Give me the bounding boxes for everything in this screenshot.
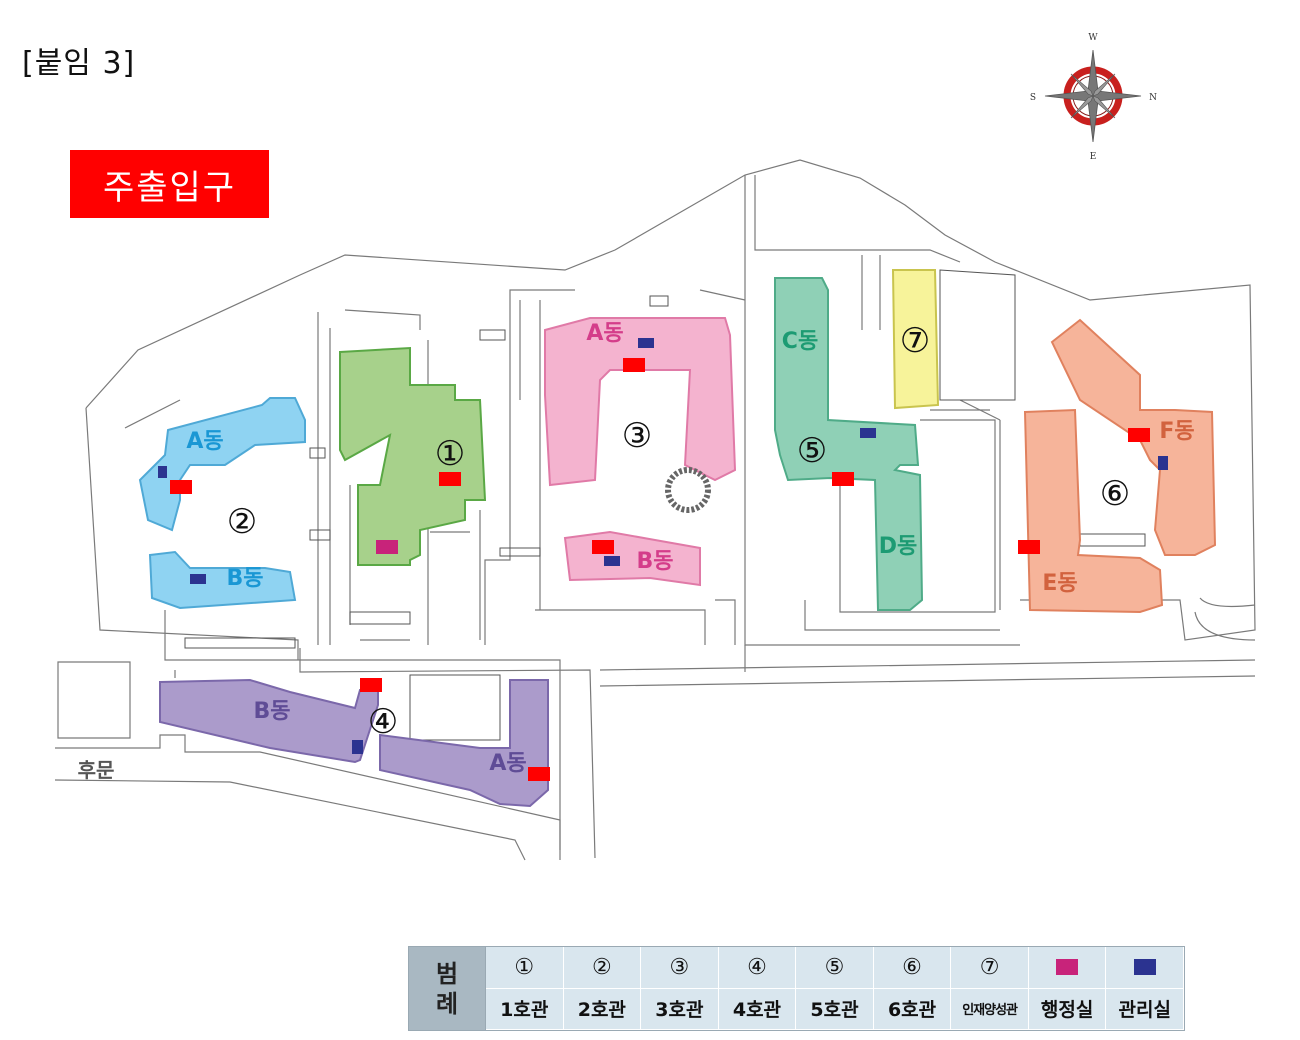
map-legend: 범 례 ① ② ③ ④ ⑤ ⑥ ⑦ 1호관 2호관 3호관 4호관 5호관 6호… bbox=[408, 946, 1185, 1031]
legend-name-1: 1호관 bbox=[486, 988, 564, 1030]
compass-n: N bbox=[1149, 93, 1157, 103]
legend-swatch-office bbox=[1106, 947, 1184, 989]
page-label: [붙임 3] bbox=[22, 46, 136, 81]
legend-symbol-7: ⑦ bbox=[951, 947, 1029, 989]
legend-symbol-5: ⑤ bbox=[796, 947, 874, 989]
building-4-wing-b-label: B동 bbox=[253, 699, 290, 724]
building-2: A동 B동 ② bbox=[138, 397, 306, 610]
building-2-wing-a-label: A동 bbox=[186, 429, 223, 454]
management-office-marker bbox=[1158, 456, 1168, 470]
compass-e: E bbox=[1090, 152, 1097, 162]
compass-w: W bbox=[1088, 33, 1098, 43]
building-7-number: ⑦ bbox=[900, 321, 930, 361]
building-5: C동 D동 ⑤ bbox=[774, 277, 924, 611]
management-office-marker bbox=[158, 466, 167, 478]
legend-title: 범 례 bbox=[409, 947, 486, 1030]
building-2-wing-b-label: B동 bbox=[226, 566, 263, 591]
building-3-wing-b-label: B동 bbox=[636, 549, 673, 574]
legend-title-bottom: 례 bbox=[435, 989, 459, 1018]
legend-swatch-admin bbox=[1028, 947, 1107, 989]
entrance-marker bbox=[439, 472, 461, 486]
building-3: A동 B동 ③ bbox=[544, 317, 737, 587]
parking-stripes bbox=[184, 269, 1146, 741]
entrance-marker bbox=[1128, 428, 1150, 442]
legend-name-7: 인재양성관 bbox=[951, 988, 1029, 1030]
building-1: ① bbox=[339, 346, 487, 566]
entrance-markers bbox=[170, 358, 1150, 781]
campus-map: ① A동 B동 ② A동 B동 ③ B동 A동 ④ C동 D동 ⑤ F동 E동 bbox=[54, 33, 1256, 861]
legend-symbol-1: ① bbox=[486, 947, 564, 989]
legend-symbol-3: ③ bbox=[641, 947, 719, 989]
entrance-marker bbox=[170, 480, 192, 494]
entrance-marker bbox=[623, 358, 645, 372]
admin-office-marker bbox=[376, 540, 398, 554]
building-3-number: ③ bbox=[622, 416, 652, 456]
management-office-marker bbox=[604, 556, 620, 566]
building-6-number: ⑥ bbox=[1100, 474, 1130, 514]
building-6-wing-e-label: E동 bbox=[1042, 571, 1077, 596]
building-5-wing-d-label: D동 bbox=[879, 534, 918, 559]
back-gate-label: 후문 bbox=[78, 758, 115, 782]
building-5-number: ⑤ bbox=[797, 431, 827, 471]
legend-symbol-2: ② bbox=[563, 947, 642, 989]
compass-rose: W E S N bbox=[1030, 33, 1157, 162]
entrance-marker bbox=[528, 767, 550, 781]
entrance-marker bbox=[832, 472, 854, 486]
building-4-number: ④ bbox=[368, 702, 398, 742]
building-6-wing-f-label: F동 bbox=[1159, 419, 1194, 444]
main-entrance-badge: 주출입구 bbox=[70, 150, 269, 218]
office-swatch-icon bbox=[1133, 959, 1156, 976]
compass-s: S bbox=[1030, 93, 1036, 103]
legend-name-3: 3호관 bbox=[641, 988, 719, 1030]
building-2-number: ② bbox=[227, 502, 257, 542]
legend-name-5: 5호관 bbox=[796, 988, 874, 1030]
legend-symbol-6: ⑥ bbox=[873, 947, 952, 989]
building-4-wing-a-label: A동 bbox=[489, 751, 526, 776]
legend-name-4: 4호관 bbox=[718, 988, 797, 1030]
building-6: F동 E동 ⑥ bbox=[1023, 318, 1217, 614]
management-office-marker bbox=[638, 338, 654, 348]
building-5-wing-c-label: C동 bbox=[782, 329, 818, 354]
building-7: ⑦ bbox=[891, 269, 940, 410]
building-3-atrium bbox=[665, 467, 711, 513]
building-4: B동 A동 ④ bbox=[159, 678, 549, 808]
legend-symbol-4: ④ bbox=[718, 947, 797, 989]
entrance-marker bbox=[360, 678, 382, 692]
legend-name-6: 6호관 bbox=[873, 988, 952, 1030]
management-office-marker bbox=[860, 428, 876, 438]
entrance-marker bbox=[592, 540, 614, 554]
legend-name-admin: 행정실 bbox=[1028, 988, 1107, 1030]
management-office-marker bbox=[352, 740, 363, 754]
entrance-marker bbox=[1018, 540, 1040, 554]
management-office-marker bbox=[190, 574, 206, 584]
admin-swatch-icon bbox=[1056, 959, 1079, 976]
legend-title-top: 범 bbox=[435, 959, 459, 988]
management-office-markers bbox=[158, 338, 1168, 754]
building-1-number: ① bbox=[435, 434, 465, 474]
legend-name-office: 관리실 bbox=[1106, 988, 1184, 1030]
legend-name-2: 2호관 bbox=[563, 988, 642, 1030]
building-3-wing-a-label: A동 bbox=[586, 321, 623, 346]
campus-outline bbox=[54, 159, 1256, 861]
